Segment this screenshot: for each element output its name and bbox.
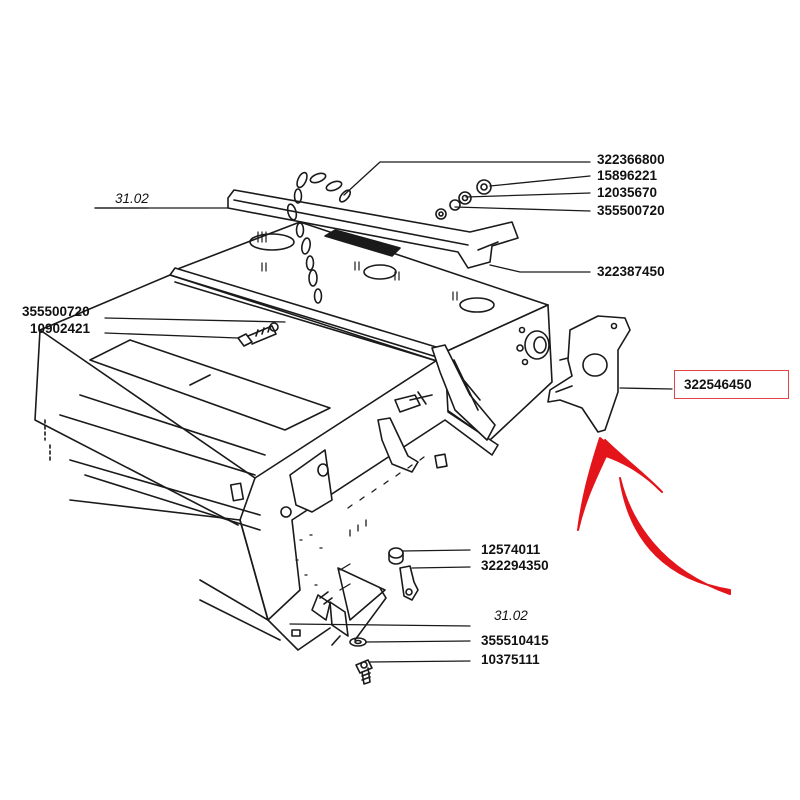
part-number-322294350: 322294350 bbox=[481, 558, 549, 573]
wrench bbox=[227, 189, 519, 269]
top-bosses bbox=[249, 231, 495, 313]
highlighted-plate bbox=[547, 315, 631, 433]
part-number-322387450: 322387450 bbox=[597, 264, 665, 279]
nut-washer-stack bbox=[435, 179, 492, 220]
part-number-12035670: 12035670 bbox=[597, 185, 658, 200]
part-number-355500720-left: 355500720 bbox=[22, 304, 90, 319]
housing-openings bbox=[44, 339, 331, 531]
section-ref-top: 31.02 bbox=[115, 191, 149, 206]
leader-lines bbox=[94, 161, 673, 663]
highlight-box bbox=[674, 370, 789, 399]
section-ref-bottom: 31.02 bbox=[494, 608, 528, 623]
red-arrow bbox=[577, 437, 731, 595]
part-number-12574011: 12574011 bbox=[481, 542, 541, 557]
nameplate bbox=[324, 229, 401, 257]
part-number-355510415: 355510415 bbox=[481, 633, 549, 648]
part-number-322546450: 322546450 bbox=[684, 377, 752, 392]
part-number-355500720-top: 355500720 bbox=[597, 203, 665, 218]
housing-body bbox=[34, 221, 553, 651]
part-number-10902421: 10902421 bbox=[30, 321, 91, 336]
bolt-left bbox=[237, 322, 279, 347]
chain bbox=[286, 171, 352, 304]
clip-bracket bbox=[388, 547, 419, 601]
front-face-details bbox=[280, 344, 496, 646]
side-hub bbox=[516, 326, 550, 366]
part-number-10375111: 10375111 bbox=[481, 652, 540, 667]
bottom-fasteners bbox=[349, 637, 373, 685]
part-number-15896221: 15896221 bbox=[597, 168, 658, 183]
part-number-322366800: 322366800 bbox=[597, 152, 665, 167]
